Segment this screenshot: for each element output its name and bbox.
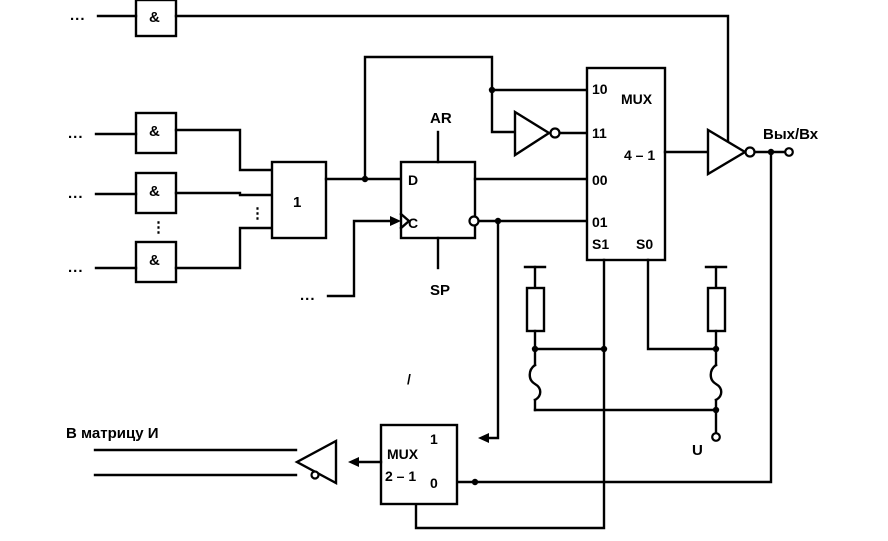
output-pin-label: Вых/Вх	[763, 126, 819, 143]
input-ellipsis-top: ...	[70, 7, 86, 24]
and-gate-2: &	[134, 171, 178, 215]
and-gate-top-label: &	[149, 9, 160, 26]
stray-mark: /	[407, 371, 411, 387]
flip-flop-ar-label: AR	[430, 110, 452, 127]
input-ellipsis-3: ...	[68, 259, 84, 276]
output-buffer-to-matrix	[294, 438, 338, 486]
mux4-select-s0: S0	[636, 236, 653, 252]
d-flip-flop: D C	[399, 160, 477, 240]
or-gate: 1	[270, 160, 328, 240]
flip-flop-c-pin: C	[408, 215, 418, 231]
and-gate-3-label: &	[149, 252, 160, 269]
and-gate-3: &	[134, 240, 178, 284]
mux4-input-11: 11	[592, 125, 607, 141]
mux2-input-1: 1	[430, 431, 438, 447]
mux4-title: MUX	[621, 91, 653, 107]
mux-2-1: MUX 2 – 1 1 0	[379, 423, 459, 506]
or-inputs-vertical-ellipsis: ⋮	[250, 205, 265, 222]
input-ellipsis-1: ...	[68, 125, 84, 142]
mux2-ratio: 2 – 1	[385, 468, 416, 484]
mux2-title: MUX	[387, 446, 419, 462]
or-gate-label: 1	[293, 194, 301, 211]
and-gate-top: &	[134, 0, 178, 38]
pull-up-resistor-s0	[706, 286, 727, 333]
inverter-mux-11	[513, 109, 561, 158]
tri-state-output-buffer	[706, 127, 756, 177]
and-gate-2-label: &	[149, 183, 160, 200]
mux4-ratio: 4 – 1	[624, 147, 655, 163]
mux4-input-00: 00	[592, 172, 608, 188]
and-gate-1-label: &	[149, 123, 160, 140]
pull-up-resistor-s1	[525, 286, 546, 333]
and-gate-1: &	[134, 111, 178, 155]
supply-label: U	[692, 442, 703, 459]
input-ellipsis-2: ...	[68, 185, 84, 202]
clock-input-ellipsis: ...	[300, 287, 316, 304]
fuse-link-s0	[709, 363, 723, 402]
mux-4-1: MUX 4 – 1 10 11 00 01 S1 S0	[585, 66, 667, 262]
and-gates-vertical-ellipsis: ⋮	[151, 219, 166, 236]
mux4-select-s1: S1	[592, 236, 609, 252]
fuse-link-s1	[528, 363, 542, 402]
mux4-input-01: 01	[592, 214, 608, 230]
matrix-label: В матрицу И	[66, 425, 158, 442]
flip-flop-d-pin: D	[408, 172, 418, 188]
flip-flop-sp-label: SP	[430, 282, 450, 299]
mux2-input-0: 0	[430, 475, 438, 491]
mux4-input-10: 10	[592, 81, 608, 97]
